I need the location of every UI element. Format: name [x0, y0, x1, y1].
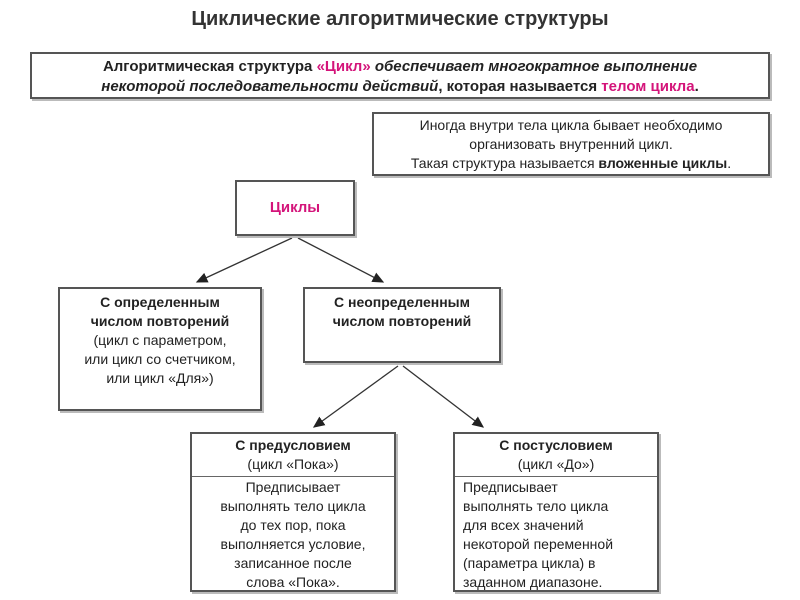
node-text: (цикл с параметром, [93, 332, 227, 348]
node-text: заданном диапазоне. [463, 574, 603, 590]
definite-loop-node: С определенным числом повторений (цикл с… [58, 287, 262, 411]
node-title: числом повторений [332, 313, 472, 329]
node-title: числом повторений [90, 313, 230, 329]
root-node-cycles: Циклы [235, 180, 355, 236]
note-line: организовать внутренний цикл. [469, 136, 673, 152]
node-subtitle: (цикл «Пока») [247, 456, 339, 472]
intro-box: Алгоритмическая структура «Цикл» обеспеч… [30, 52, 770, 99]
body-term: телом цикла [601, 78, 695, 95]
arrow-to-postcondition [402, 365, 485, 428]
nested-term: вложенные циклы [598, 155, 728, 171]
node-text: до тех пор, пока [240, 517, 346, 533]
node-text: для всех значений [463, 517, 584, 533]
intro-text: . [694, 78, 699, 95]
node-subtitle: (цикл «До») [517, 456, 595, 472]
node-text: записанное после [234, 555, 352, 571]
nested-loops-note: Иногда внутри тела цикла бывает необходи… [372, 112, 770, 176]
note-line: . [727, 155, 732, 171]
intro-text: некоторой последовательности действий [101, 78, 439, 95]
intro-text: обеспечивает многократное выполнение [370, 58, 698, 75]
note-line: Такая структура называется [410, 155, 599, 171]
page-title: Циклические алгоритмические структуры [191, 8, 609, 30]
node-title: С определенным [100, 294, 220, 310]
indefinite-loop-node: С неопределенным числом повторений [303, 287, 501, 363]
node-text: или цикл со счетчиком, [84, 351, 236, 367]
postcondition-node: С постусловием (цикл «До») Предписывает … [453, 432, 659, 592]
arrow-to-definite [195, 237, 293, 283]
node-text: или цикл «Для») [106, 370, 214, 386]
node-text: выполнять тело цикла [220, 498, 366, 514]
precondition-node: С предусловием (цикл «Пока») Предписывае… [190, 432, 396, 592]
node-text: Предписывает [245, 479, 341, 495]
arrow-to-indefinite [297, 237, 385, 283]
node-text: некоторой переменной [463, 536, 614, 552]
node-text: выполнять тело цикла [463, 498, 609, 514]
node-title: С неопределенным [334, 294, 470, 310]
intro-text: Алгоритмическая структура [102, 58, 317, 75]
node-text: (параметра цикла) в [463, 555, 596, 571]
arrow-to-precondition [312, 365, 399, 428]
cycle-term: «Цикл» [316, 58, 371, 75]
node-text: Предписывает [463, 479, 558, 495]
intro-text: , которая называется [438, 78, 602, 95]
node-text: слова «Пока». [246, 574, 340, 590]
node-title: С предусловием [235, 437, 351, 453]
node-title: С постусловием [499, 437, 613, 453]
note-line: Иногда внутри тела цикла бывает необходи… [419, 117, 723, 133]
node-text: выполняется условие, [220, 536, 366, 552]
